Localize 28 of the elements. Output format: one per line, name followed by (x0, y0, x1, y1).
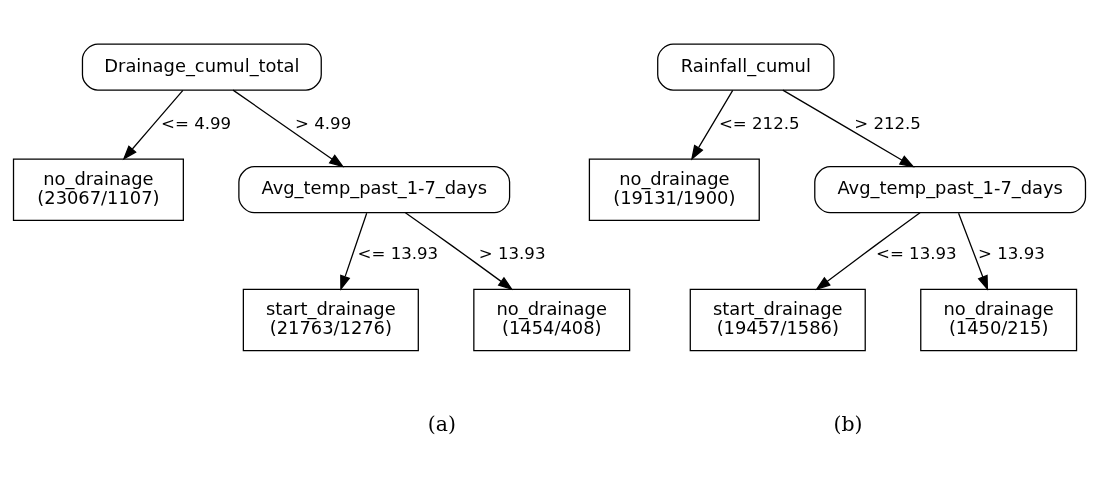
edge-label: > 4.99 (295, 113, 352, 133)
arrow (122, 89, 184, 161)
edge-label: <= 212.5 (718, 113, 800, 133)
node-box: start_drainage (21763/1276) (242, 288, 419, 352)
arrow (957, 212, 989, 291)
arrow (815, 212, 921, 291)
edge-label: > 212.5 (854, 113, 921, 133)
node-box: no_drainage (23067/1107) (12, 158, 184, 221)
edge-label: > 13.93 (478, 244, 546, 264)
edge-label: <= 13.93 (357, 244, 439, 264)
edge-label: <= 4.99 (161, 113, 232, 133)
label: (a) (427, 411, 456, 436)
node-box: no_drainage (1454/408) (473, 288, 631, 352)
arrow (782, 89, 915, 168)
label: (b) (833, 411, 863, 436)
node-box: Drainage_cumul_total (81, 43, 322, 91)
arrow (232, 89, 345, 168)
edge-label: <= 13.93 (876, 244, 957, 264)
arrow (690, 89, 734, 161)
node-box: no_drainage (19131/1900) (588, 158, 760, 221)
node-box: Avg_temp_past_1-7_days (814, 166, 1087, 214)
arrow (340, 212, 368, 291)
node-box: Rainfall_cumul (657, 43, 835, 91)
arrow (404, 212, 514, 291)
node-box: Avg_temp_past_1-7_days (238, 166, 511, 214)
node-box: no_drainage (1450/215) (920, 288, 1078, 352)
node-box: start_drainage (19457/1586) (689, 288, 866, 352)
edge-label: > 13.93 (978, 244, 1045, 264)
